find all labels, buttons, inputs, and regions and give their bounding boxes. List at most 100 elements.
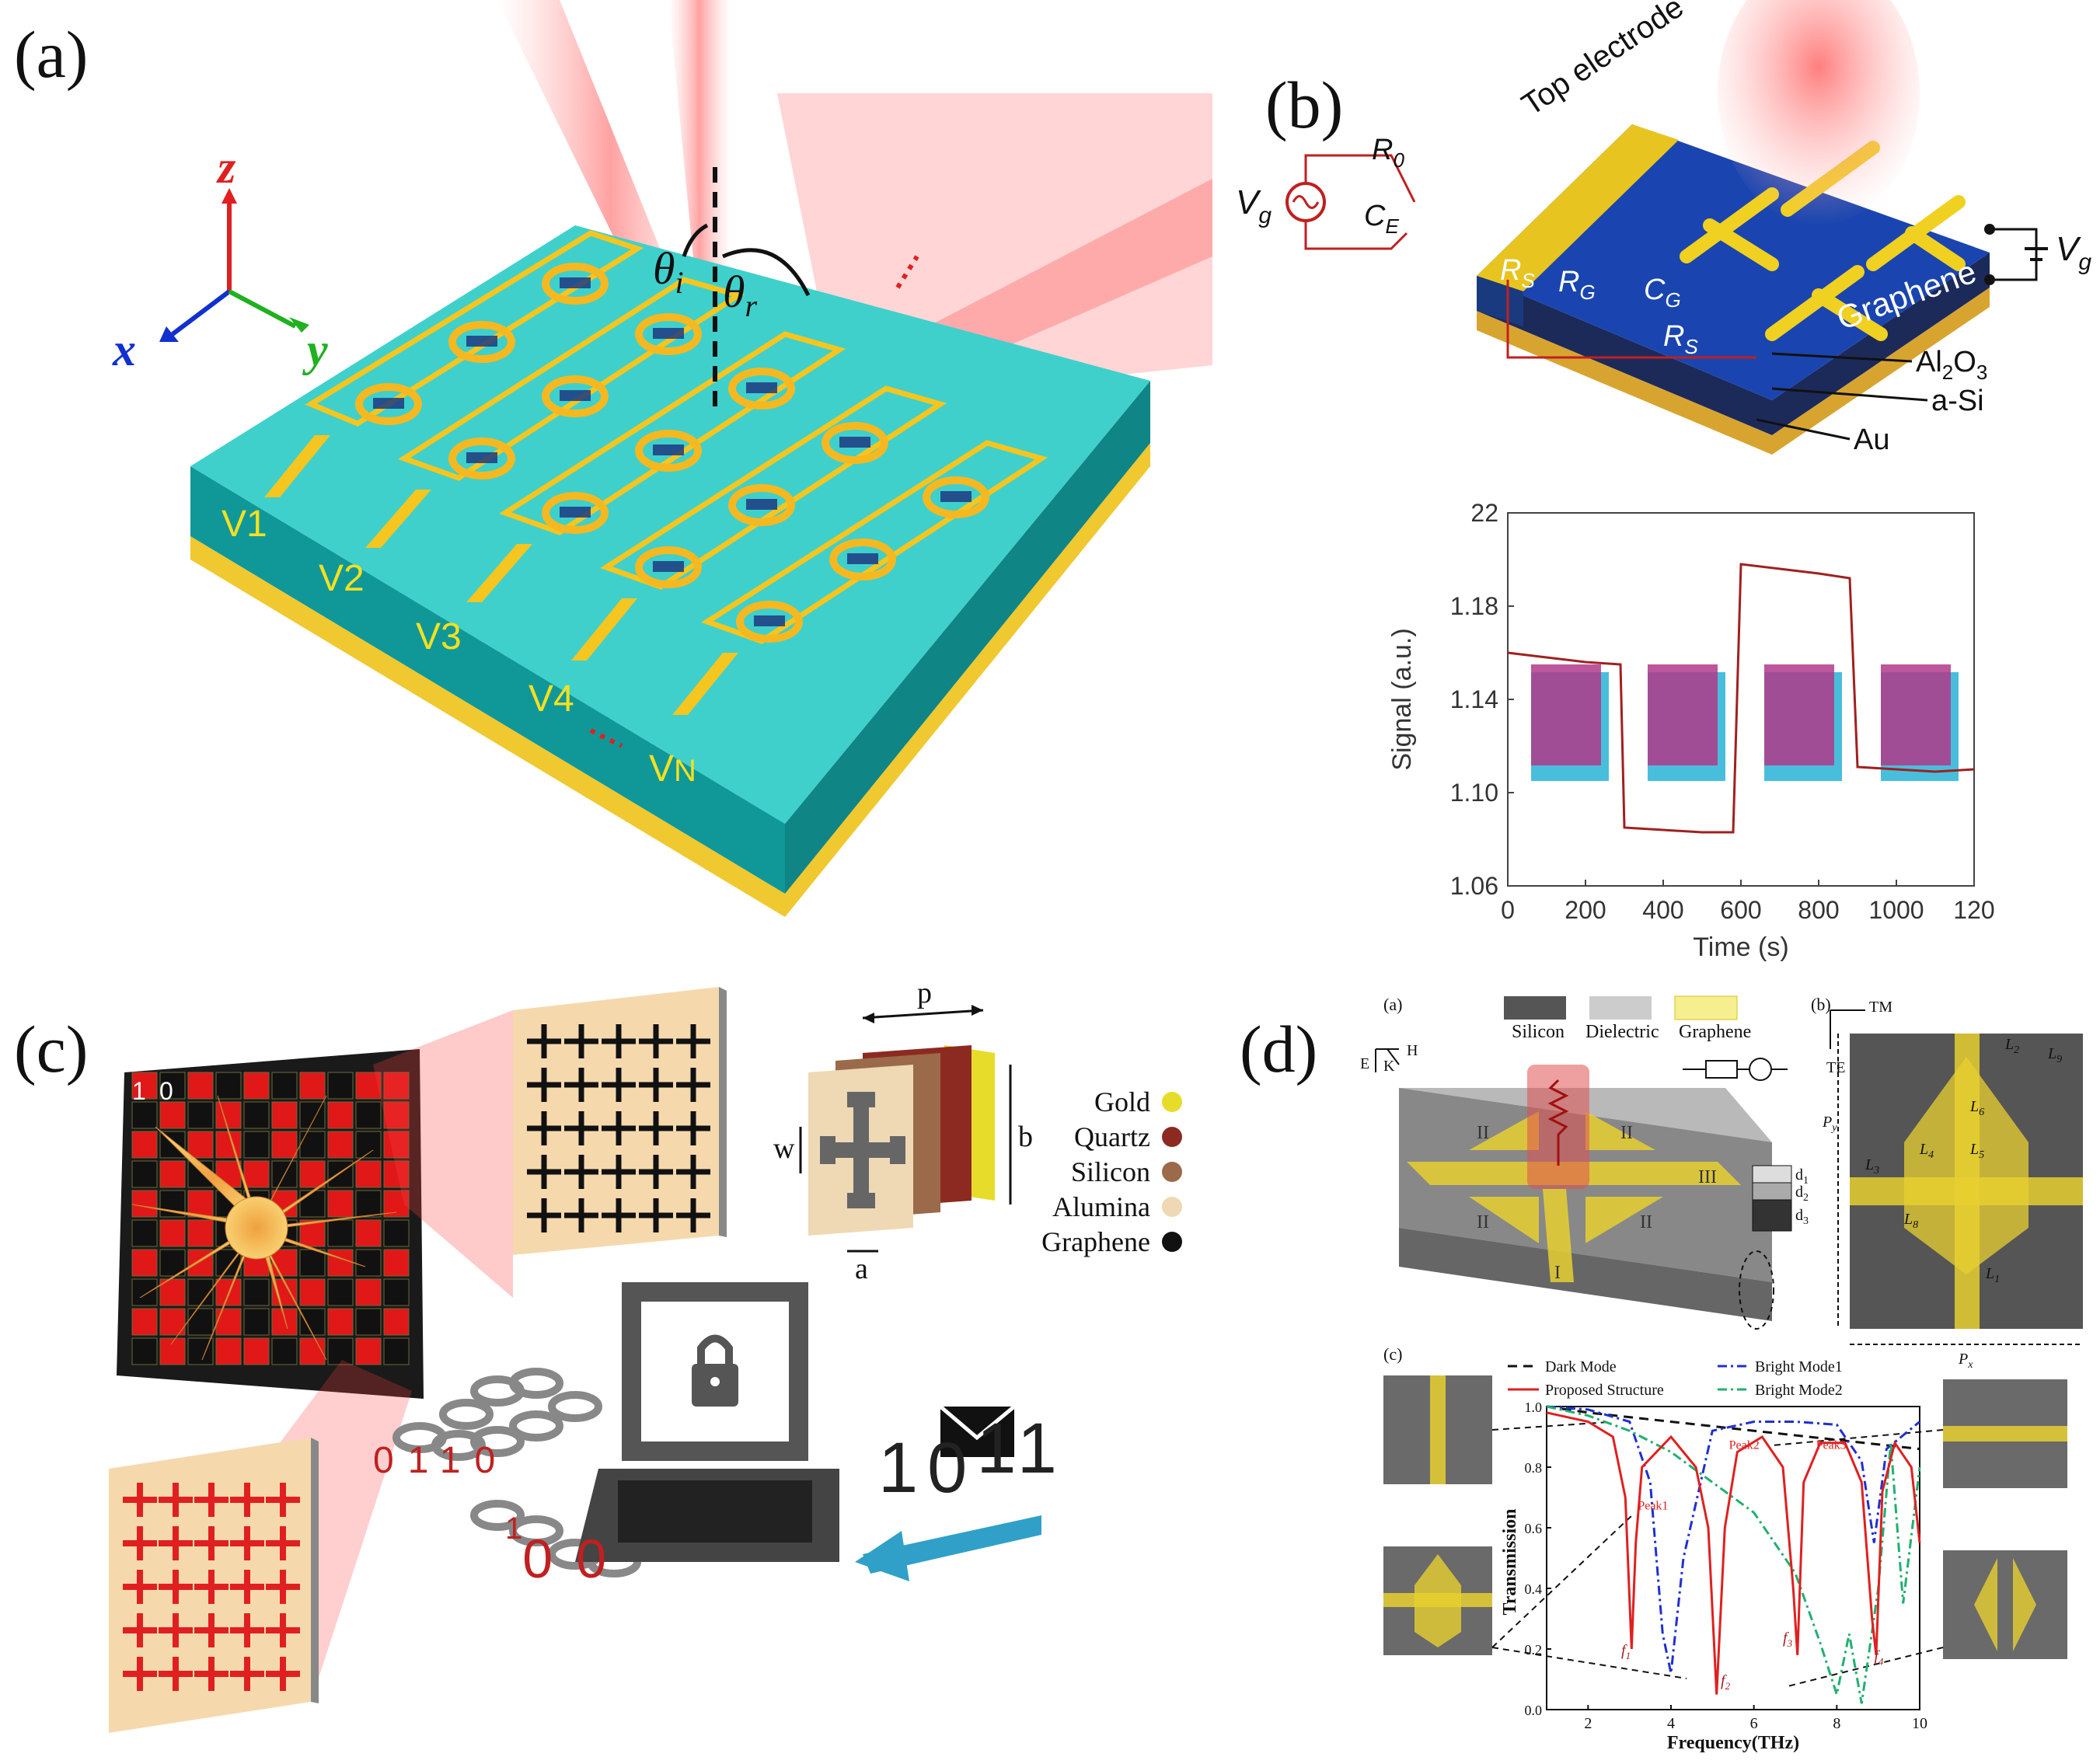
padlock-shackle: [697, 1334, 733, 1364]
circuit-wires: [1304, 154, 1756, 359]
f-label: f3: [1783, 1630, 1793, 1649]
graphene-cross: [527, 1024, 561, 1058]
bottom-zoom-edge: [311, 1438, 319, 1703]
d-sub-c: (c): [1383, 1344, 1402, 1364]
pol-te: TE: [1826, 1059, 1845, 1076]
graphene-cross: [639, 1024, 673, 1058]
coding-cell: [271, 1249, 298, 1277]
graphene-crosses-red: [123, 1483, 300, 1691]
coding-cell: [215, 1101, 242, 1129]
region-ii-2: II: [1620, 1123, 1633, 1143]
x-tick-label: 800: [1798, 896, 1839, 924]
cg-label: CG: [1644, 274, 1681, 312]
graphene-cross: [159, 1570, 193, 1604]
signal-trace: [1507, 563, 1975, 834]
x-tick-label: 0: [1501, 896, 1515, 924]
series-line: [1546, 1411, 1921, 1695]
graphene-cross: [230, 1483, 264, 1517]
dimension-label: L5: [1969, 1141, 1984, 1161]
chart-b-ylabel: Signal (a.u.): [1387, 628, 1417, 770]
x-tick-label: 120: [1953, 896, 1994, 924]
panel-b-device: Top electrode Graphene Vg R0 CE RS RG CG…: [1236, 0, 2091, 456]
coding-cell: [383, 1219, 410, 1247]
z-label: z: [216, 141, 236, 193]
cint-letters: [1531, 664, 1959, 781]
top-zoom-edge: [719, 987, 727, 1237]
x-tick-label: 1000: [1868, 896, 1924, 924]
y-label: y: [302, 324, 328, 375]
y-arrow: [289, 317, 309, 333]
coding-cell: [299, 1190, 326, 1218]
mode-img-tri-r: [2013, 1558, 2036, 1651]
substrate-gold: [190, 443, 1150, 917]
coding-cell: [271, 1337, 298, 1365]
graphene-cross: [564, 1198, 598, 1232]
coding-cell: [327, 1337, 354, 1365]
graphene-cross: [159, 1613, 193, 1647]
graphene-cross: [230, 1570, 264, 1604]
zoom-beam-top: [373, 1010, 513, 1298]
graphene-cross: [527, 1198, 561, 1232]
coding-cell: [327, 1308, 354, 1336]
py-label: Py: [1822, 1114, 1837, 1134]
graphene-crosses-black: [527, 1024, 710, 1232]
legend-label: Gold: [1094, 1086, 1150, 1117]
coding-cell: [187, 1131, 214, 1159]
excitation-cylinder: [1527, 1065, 1589, 1189]
coding-cell: [187, 1101, 214, 1129]
pol-arrows: [1830, 1009, 1865, 1049]
graphene-cross: [676, 1198, 710, 1232]
coding-cell: [243, 1337, 270, 1365]
coding-cell: [131, 1219, 158, 1247]
graphene-cross: [123, 1613, 157, 1647]
graphene-swatch: [1674, 995, 1738, 1020]
asi-layer: [1477, 253, 1990, 435]
y-tick-label: 1.10: [1450, 779, 1498, 807]
region-ii-3: II: [1477, 1212, 1489, 1232]
coding-cell: [215, 1072, 242, 1100]
a-label: a: [855, 1253, 868, 1285]
graphene-cross: [194, 1657, 228, 1691]
coding-cell: [215, 1337, 242, 1365]
r0-label: R0: [1372, 134, 1404, 172]
y-tick-label: 22: [1470, 499, 1498, 527]
rs-label-left: RS: [1500, 254, 1535, 292]
substrate-front: [190, 466, 785, 894]
x-label: x: [112, 324, 136, 375]
coding-cell: [187, 1308, 214, 1336]
chart-b-xlabel: Time (s): [1693, 933, 1788, 962]
graphene-cross: [676, 1111, 710, 1145]
coding-cell: [355, 1072, 382, 1100]
y-tick-label: 0.6: [1525, 1521, 1543, 1536]
graphene-tri-2: [1585, 1111, 1655, 1150]
theta-i: θi: [653, 243, 684, 300]
f-label: f1: [1621, 1642, 1631, 1661]
label-d3: d3: [1795, 1207, 1809, 1227]
coding-cell: [299, 1160, 326, 1188]
x-tick-label: 6: [1750, 1715, 1758, 1732]
graphene-cross: [639, 1068, 673, 1102]
graphene-tri-3: [1469, 1197, 1539, 1243]
region-iii: III: [1698, 1167, 1717, 1187]
graphene-cross: [602, 1198, 636, 1232]
dimension-label: L4: [1919, 1141, 1934, 1161]
y-tick-label: 1.14: [1450, 685, 1498, 713]
panel-a-letter: (a): [14, 17, 89, 92]
chart-d-xlabel: Frequency(THz): [1667, 1733, 1799, 1753]
label-d1: d1: [1795, 1166, 1809, 1187]
graphene-patches: [373, 277, 972, 626]
coding-cell: [383, 1160, 410, 1188]
y-tick-label: 0.8: [1525, 1460, 1543, 1476]
coding-cell: [383, 1101, 410, 1129]
reflection-arc: [722, 248, 811, 297]
x-tick-label: 2: [1584, 1715, 1592, 1732]
graphene-cross: [564, 1155, 598, 1189]
coding-cell: [131, 1249, 158, 1277]
coding-cell: [327, 1101, 354, 1129]
coding-cell: [299, 1072, 326, 1100]
x-tick-label: 8: [1833, 1715, 1840, 1732]
legend-label: Dark Mode: [1545, 1358, 1617, 1375]
rg-label: RG: [1558, 266, 1596, 304]
